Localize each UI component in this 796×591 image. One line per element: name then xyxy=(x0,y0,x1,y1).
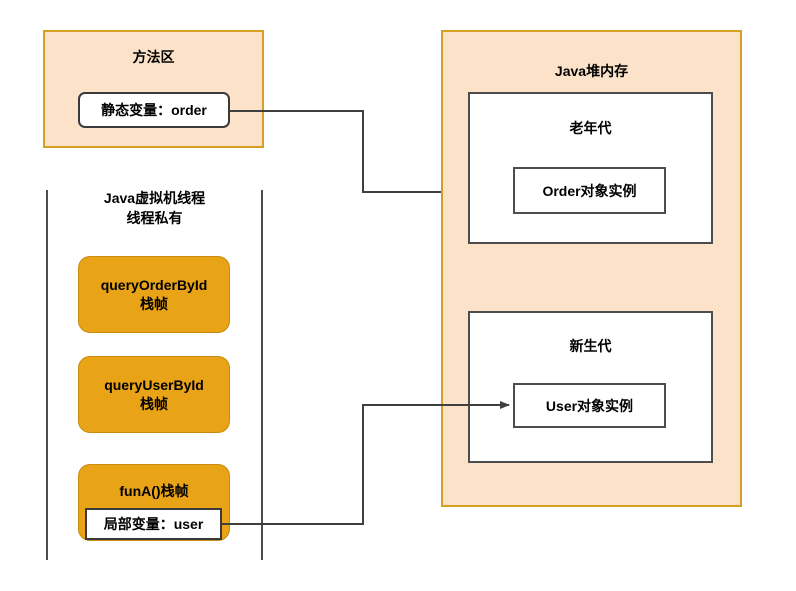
stack-frame-fun-a-caption: funA()栈帧 xyxy=(119,483,189,499)
thread-bracket-left xyxy=(46,190,48,560)
stack-frame-query-user-by-id: queryUserById 栈帧 xyxy=(78,356,230,433)
method-area-region xyxy=(43,30,264,148)
thread-bracket-right xyxy=(261,190,263,560)
old-generation-title: 老年代 xyxy=(569,120,612,136)
local-variable-user-box: 局部变量：user xyxy=(85,508,222,540)
thread-area-title: Java虚拟机线程 线程私有 xyxy=(103,190,206,227)
young-generation-title: 新生代 xyxy=(569,338,612,354)
user-object-instance-box: User对象实例 xyxy=(513,383,666,428)
static-variable-order-box: 静态变量：order xyxy=(78,92,230,128)
order-object-instance-box: Order对象实例 xyxy=(513,167,666,214)
method-area-title: 方法区 xyxy=(132,49,175,65)
java-heap-title: Java堆内存 xyxy=(554,63,629,79)
stack-frame-query-order-by-id: queryOrderById 栈帧 xyxy=(78,256,230,333)
